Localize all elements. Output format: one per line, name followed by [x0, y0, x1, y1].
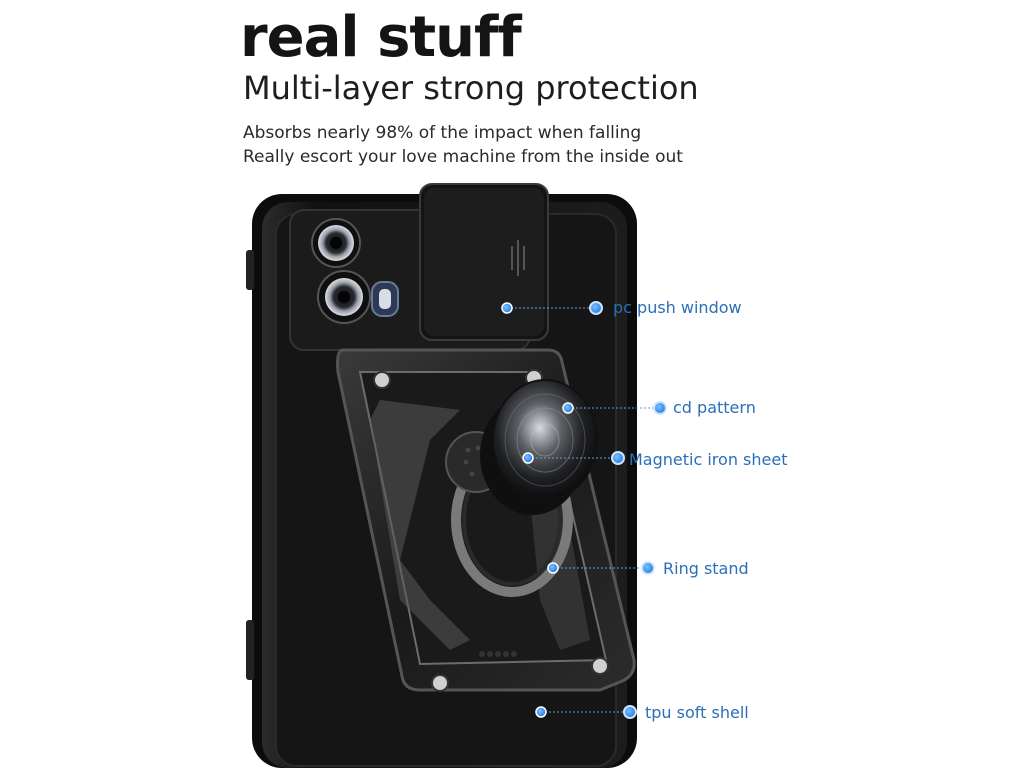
callout-tpu-soft-shell: tpu soft shell — [645, 703, 749, 722]
pc-push-window — [419, 183, 549, 341]
description-line-2: Really escort your love machine from the… — [243, 147, 683, 167]
callout-ring-stand: Ring stand — [663, 559, 749, 578]
callout-cd-pattern: cd pattern — [673, 398, 756, 417]
callout-leaders — [507, 307, 660, 713]
headline: real stuff — [240, 5, 522, 70]
callout-magnetic-iron-sheet: Magnetic iron sheet — [629, 450, 788, 469]
subheadline: Multi-layer strong protection — [243, 69, 699, 107]
callout-pc-push-window: pc push window — [613, 298, 742, 317]
description-line-1: Absorbs nearly 98% of the impact when fa… — [243, 123, 642, 143]
callout-dots — [501, 301, 667, 719]
